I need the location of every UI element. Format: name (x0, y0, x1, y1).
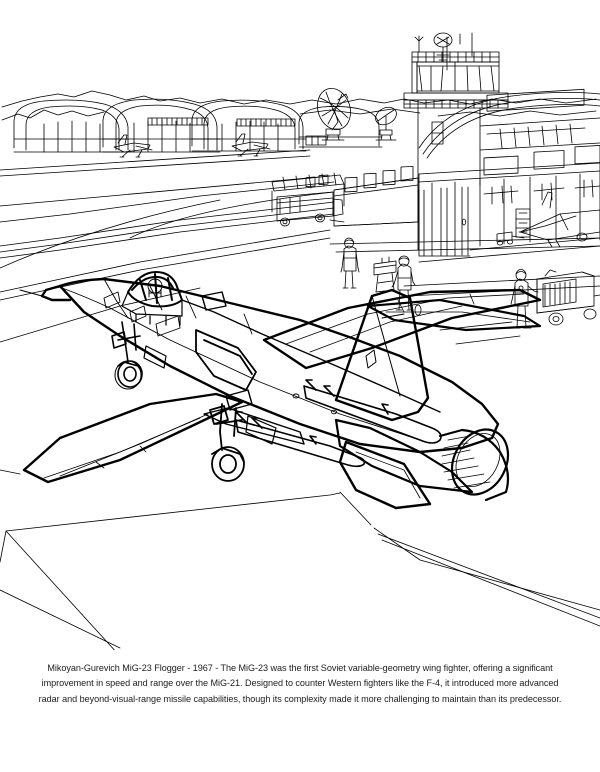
mig23-vertical-stabilizer (334, 288, 430, 422)
mig23-ventral-fin (338, 440, 432, 510)
mig23-vertical-stabilizer-detail (365, 295, 405, 397)
mig23-illustration (0, 0, 600, 650)
arched-hangar-right (191, 99, 307, 152)
control-tower (403, 32, 509, 251)
mig23-gear-doors (143, 345, 277, 445)
caption-line-1: Mikoyan-Gurevich MiG-23 Flogger - 1967 -… (47, 663, 503, 673)
mig23-right-wing-detail (285, 293, 525, 353)
mig23-left-wing-detail (43, 413, 209, 479)
caption-text: Mikoyan-Gurevich MiG-23 Flogger - 1967 -… (30, 661, 570, 707)
radar-dish-small (375, 106, 397, 141)
caption-line-4: more challenging to maintain than its pr… (361, 693, 562, 704)
mig23-main-gear (209, 403, 245, 482)
caption-line-2: a significant improvement in speed and r… (41, 663, 553, 689)
mig23-pitot-tube (19, 289, 43, 297)
service-truck (271, 172, 345, 227)
caption-line-3: it introduced more advanced radar and be… (38, 678, 559, 704)
ground-crew-b (391, 255, 416, 311)
hangar-interior-jet (519, 191, 600, 248)
mig23-horizontal-stabilizer-right (366, 298, 542, 332)
mig23-ventral-fin-detail (355, 451, 421, 499)
tarmac-lines (0, 149, 600, 650)
parked-jet-right (231, 133, 271, 157)
mig23-exhaust-detail (441, 433, 501, 489)
parked-jet-left (113, 134, 153, 158)
main-hangar (418, 88, 600, 263)
mig23-horizontal-stabilizer-detail (385, 304, 531, 323)
mig23-canopy-frame (121, 291, 183, 326)
mig23-air-intake (195, 329, 257, 391)
radar-dish-large (317, 88, 351, 141)
arched-hangar-left (13, 99, 129, 153)
mig23-horizontal-stabilizer-left (334, 418, 474, 494)
illustration-background (0, 0, 600, 650)
mig23-right-wing (262, 288, 542, 370)
mig23-spine (181, 291, 441, 413)
ground-power-unit (536, 269, 600, 326)
wingtip-wheel-detail (114, 360, 142, 390)
mig23-canopy (127, 271, 183, 308)
mig23-pilot (147, 278, 163, 298)
radar-equipment-box (305, 135, 327, 146)
mig23-missile-right (303, 379, 442, 444)
ground-crew-a (340, 237, 360, 289)
